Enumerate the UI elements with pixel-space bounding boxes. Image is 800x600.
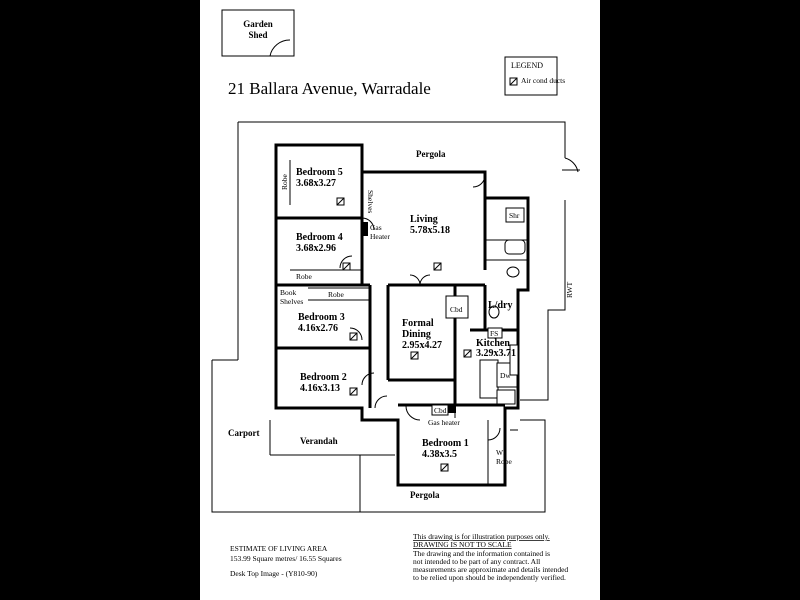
rwt-label: RWT — [565, 281, 574, 298]
robe-b3-label: Robe — [328, 290, 345, 299]
gas-heater-living-icon — [362, 222, 368, 236]
laundry-name: L/dry — [488, 300, 512, 311]
book-label: Book — [280, 288, 297, 297]
gas-heater-living-label-1: Gas — [370, 223, 382, 232]
floor-plan-sheet — [200, 0, 600, 600]
gas-heater-b1-icon — [448, 405, 456, 413]
disclaimer-line-5: measurements are approximate and details… — [413, 565, 568, 574]
pergola-bottom-outline — [360, 419, 546, 513]
disclaimer-line-1: This drawing is for illustration purpose… — [413, 532, 550, 541]
bedroom2-name: Bedroom 2 — [300, 372, 347, 383]
disclaimer-line-6: to be relied upon should be independentl… — [413, 573, 566, 582]
bedroom1-name: Bedroom 1 — [422, 438, 469, 449]
garden-shed-label-1: Garden — [243, 19, 273, 29]
laundry-tub — [488, 305, 500, 319]
wi-robe-label: Robe — [496, 457, 513, 466]
bedroom3-name: Bedroom 3 — [298, 312, 345, 323]
disclaimer-line-4: not intended to be part of any contract.… — [413, 557, 540, 566]
legend-box — [504, 56, 558, 96]
bedroom5-name: Bedroom 5 — [296, 167, 343, 178]
dishwasher-label: Dw — [500, 371, 511, 380]
laundry-cupboard — [445, 295, 469, 319]
kitchen-bench — [479, 359, 499, 399]
image-reference: Desk Top Image - (Y810-90) — [230, 569, 318, 578]
verandah-label: Verandah — [300, 436, 338, 446]
garden-shed-label-2: Shed — [248, 30, 267, 40]
robe-b4-label: Robe — [296, 272, 313, 281]
duct-living-icon — [433, 262, 442, 271]
bedroom1-size: 4.38x3.5 — [422, 449, 457, 460]
carport-outline — [211, 360, 360, 513]
kitchen-name: Kitchen — [476, 338, 510, 349]
air-cond-duct-icon — [509, 77, 518, 86]
bedroom2-size: 4.16x3.13 — [300, 383, 340, 394]
garden-shed-door — [269, 39, 291, 57]
formal-dining-name-2: Dining — [402, 329, 431, 340]
laundry-cupboard-label: Cbd — [450, 305, 463, 314]
property-title: 21 Ballara Avenue, Warradale — [228, 79, 431, 98]
cooktop — [496, 389, 516, 405]
shower-label: Shr — [509, 211, 520, 220]
duct-dining-icon — [410, 351, 419, 360]
gas-heater-b1-label: Gas heater — [428, 418, 460, 427]
house-outline — [274, 143, 530, 487]
duct-bedroom4-icon — [342, 262, 351, 271]
formal-dining-size: 2.95x4.27 — [402, 340, 442, 351]
wi-label: WI — [496, 448, 506, 457]
duct-bedroom1-icon — [440, 463, 449, 472]
carport-label: Carport — [228, 428, 260, 438]
bedroom4-name: Bedroom 4 — [296, 232, 343, 243]
site-boundary — [238, 121, 566, 158]
legend-item: Air cond ducts — [521, 76, 565, 85]
shower — [505, 207, 525, 223]
bedroom4-size: 3.68x2.96 — [296, 243, 336, 254]
gas-heater-living-label-2: Heater — [370, 232, 390, 241]
gate-door — [564, 157, 579, 173]
estimate-value: 153.99 Square metres/ 16.55 Squares — [230, 554, 342, 563]
living-name: Living — [410, 214, 438, 225]
robe-b5-label: Robe — [280, 173, 289, 190]
bath — [504, 239, 526, 255]
duct-bedroom2-icon — [349, 387, 358, 396]
disclaimer-line-3: The drawing and the information containe… — [413, 549, 550, 558]
fridge-space — [487, 327, 503, 339]
duct-bedroom5-icon — [336, 197, 345, 206]
duct-kitchen-icon — [463, 349, 472, 358]
shelves-label: Shelves — [366, 190, 375, 213]
duct-bedroom3-icon — [349, 332, 358, 341]
estimate-heading: ESTIMATE OF LIVING AREA — [230, 544, 328, 553]
legend-heading: LEGEND — [511, 61, 543, 70]
garden-shed-outline — [221, 9, 295, 57]
kitchen-sink — [509, 344, 519, 376]
bedroom3-size: 4.16x2.76 — [298, 323, 338, 334]
disclaimer-line-2: DRAWING IS NOT TO SCALE — [413, 540, 512, 549]
kitchen-size: 3.29x3.71 — [476, 348, 516, 359]
living-size: 5.78x5.18 — [410, 225, 450, 236]
toilet — [506, 266, 520, 278]
cupboard-b1-label: Cbd — [434, 406, 447, 415]
book-shelves-label: Shelves — [280, 297, 303, 306]
fs-label: FS — [490, 329, 498, 338]
formal-dining-name-1: Formal — [402, 318, 434, 329]
pergola-top-label: Pergola — [416, 149, 446, 159]
pergola-bottom-label: Pergola — [410, 490, 440, 500]
bedroom5-size: 3.68x3.27 — [296, 178, 336, 189]
